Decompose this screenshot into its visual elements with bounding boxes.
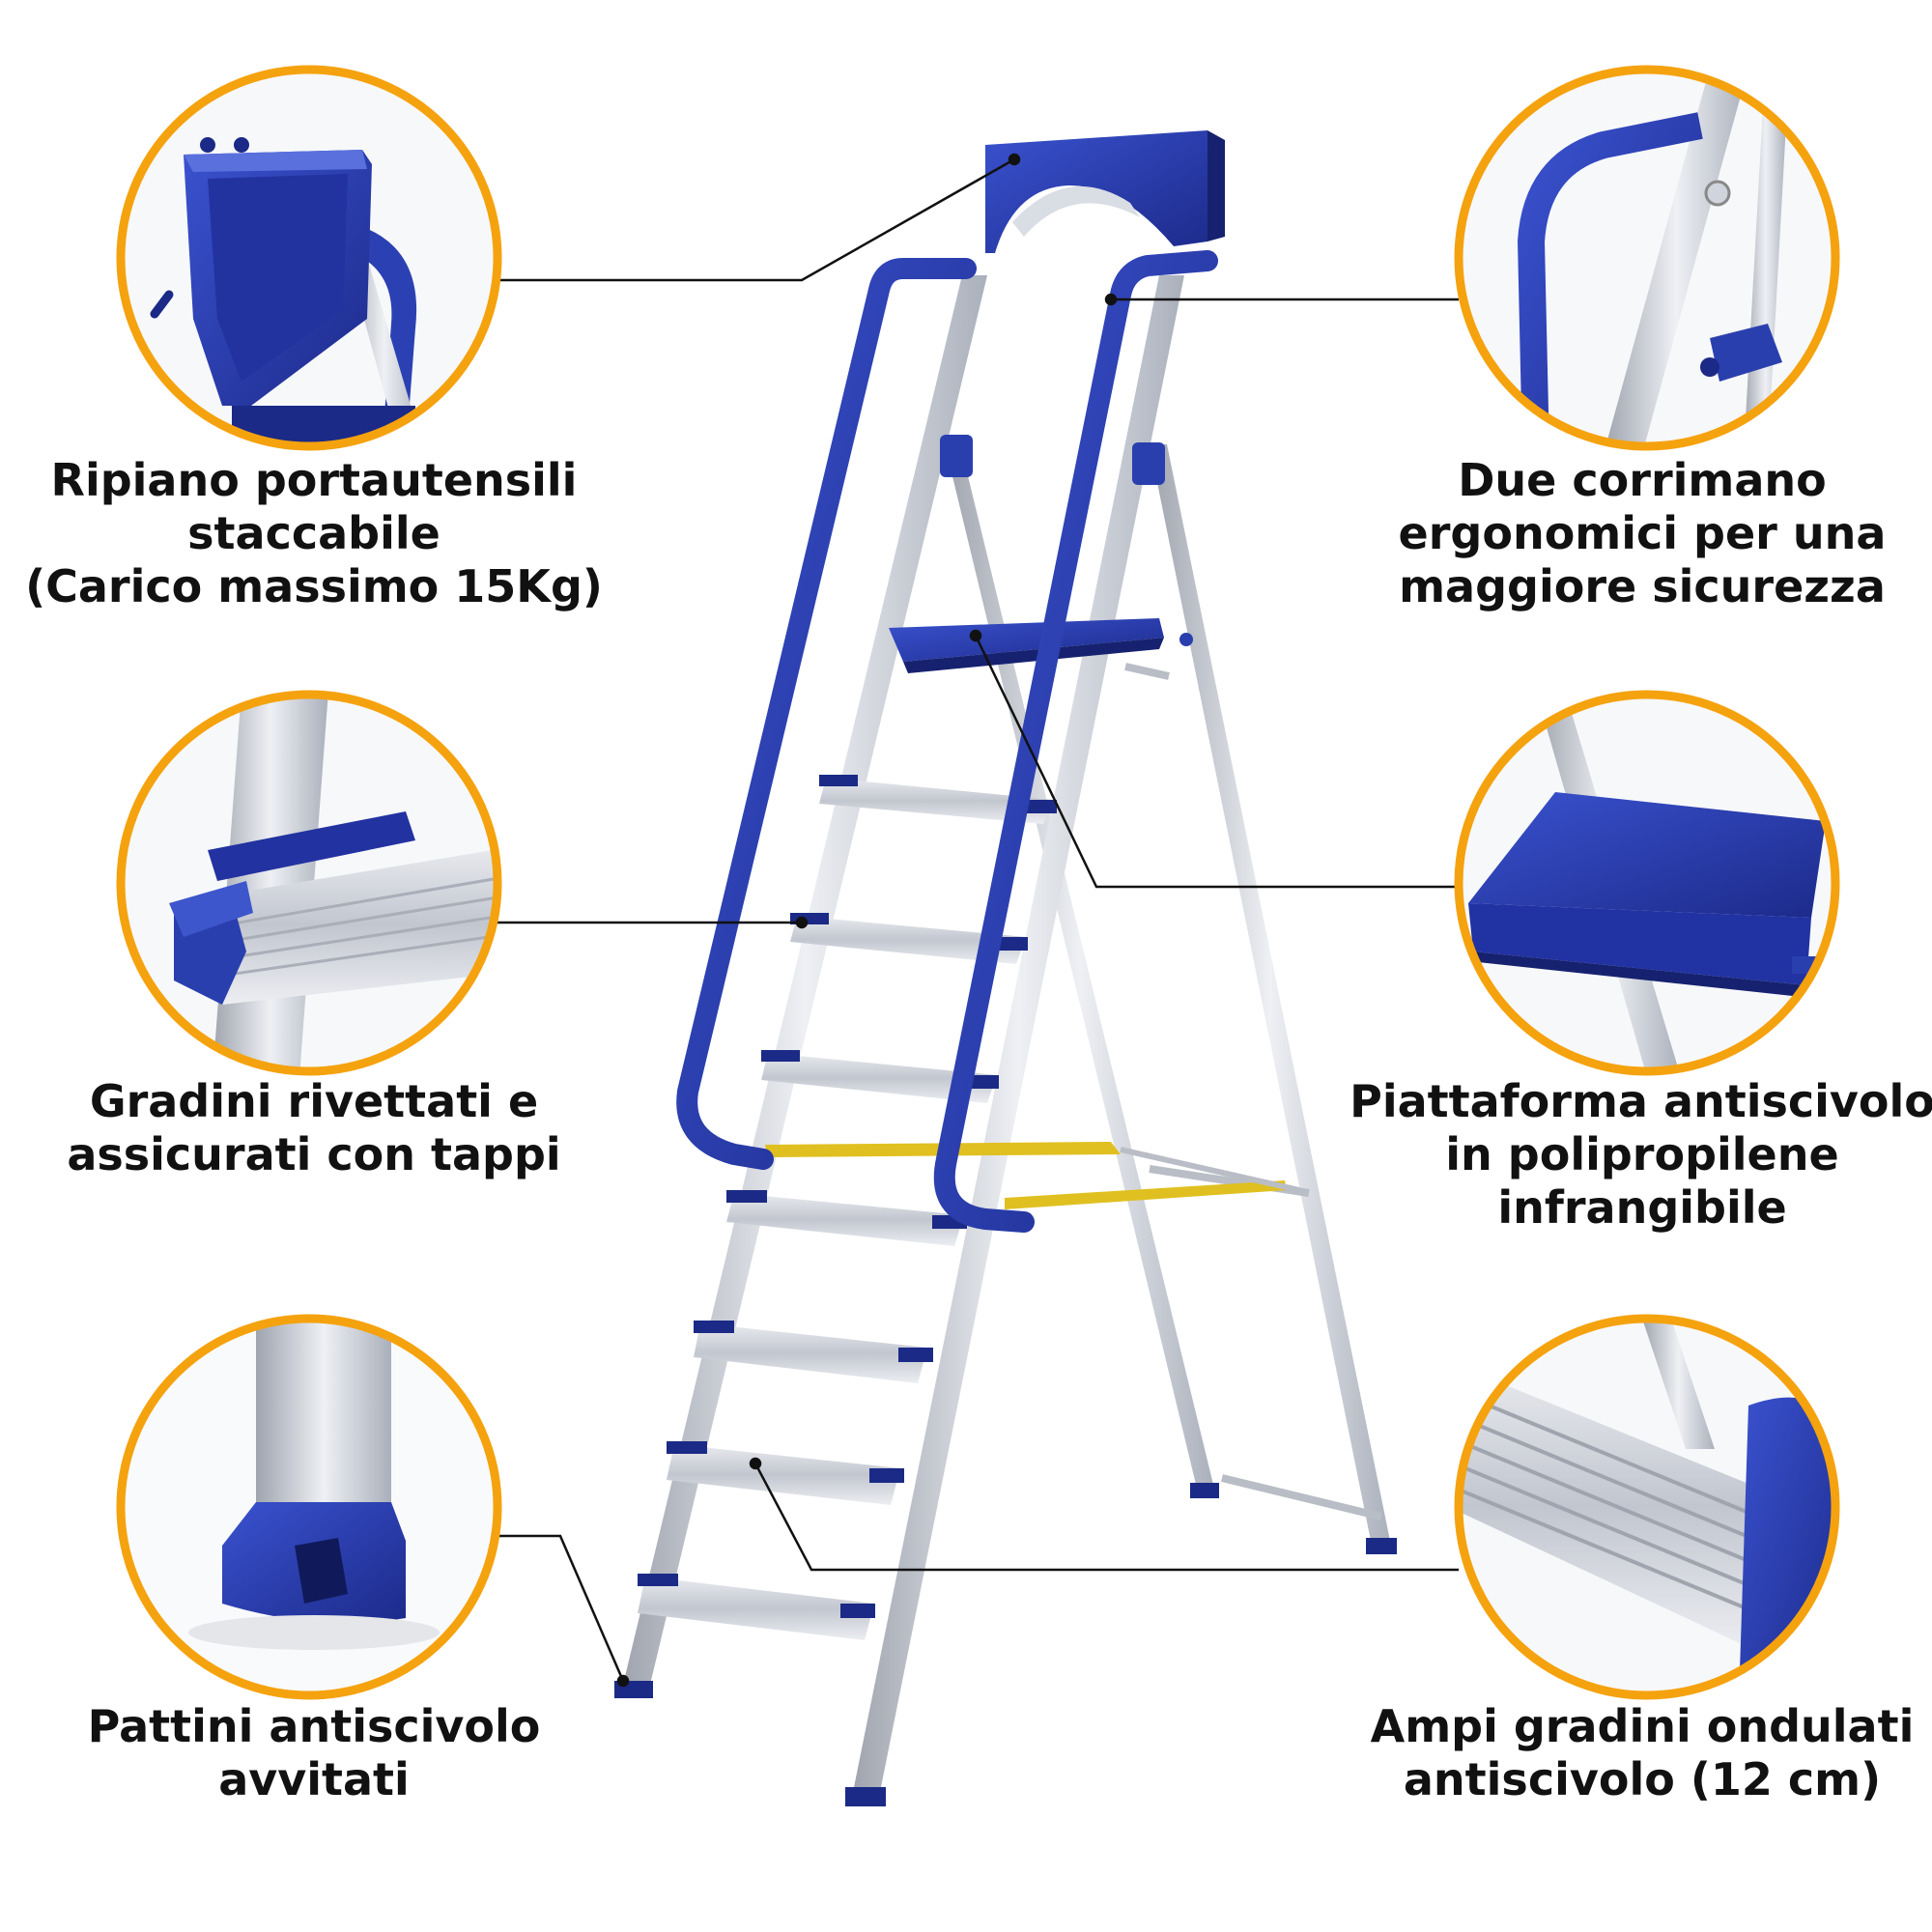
callout-ring (1454, 690, 1840, 1076)
callout-image-tool-tray (116, 65, 502, 451)
caption-handrails: Due corrimano ergonomici per una maggior… (1333, 454, 1932, 613)
caption-line: infrangibile (1497, 1181, 1787, 1234)
handrail-right (933, 250, 1218, 1233)
ladder (614, 130, 1397, 1806)
callout-ring (1454, 65, 1840, 451)
caption-feet: Pattini antiscivolo avvitati (5, 1700, 623, 1806)
front-stile-right (852, 275, 1184, 1797)
caption-platform: Piattaforma antiscivolo in polipropilene… (1333, 1075, 1932, 1235)
rear-leg-right (1150, 444, 1391, 1546)
platform (889, 618, 1164, 662)
step (667, 1444, 900, 1505)
caption-line: Ampi gradini ondulati (1370, 1700, 1915, 1752)
rear-foot (1190, 1483, 1219, 1498)
caption-line: ergonomici per una (1398, 507, 1887, 559)
callout-image-riveted-steps (116, 690, 502, 1076)
leader-lines (497, 153, 1459, 1688)
step (761, 1053, 997, 1103)
caption-line: in polipropilene (1445, 1128, 1839, 1180)
step (694, 1323, 927, 1383)
step (819, 778, 1053, 824)
rear-leg-left (945, 444, 1215, 1492)
callout-ring (1454, 1314, 1840, 1700)
steps (638, 775, 1057, 1640)
step (638, 1577, 874, 1640)
caption-line: Piattaforma antiscivolo (1350, 1075, 1932, 1127)
callout-ring (116, 1314, 502, 1700)
callout-image-handrails (1454, 65, 1840, 451)
callout-image-platform (1454, 690, 1840, 1076)
caption-line: avvitati (218, 1753, 410, 1805)
caption-tool-tray: Ripiano portautensili staccabile (Carico… (5, 454, 623, 613)
handrail-left (676, 258, 977, 1170)
caption-line: Pattini antiscivolo (87, 1700, 541, 1752)
caption-line: Due corrimano (1458, 454, 1827, 506)
rear-foot (1366, 1538, 1397, 1554)
front-foot (845, 1787, 886, 1806)
caption-wide-steps: Ampi gradini ondulati antiscivolo (12 cm… (1333, 1700, 1932, 1806)
caption-line: maggiore sicurezza (1399, 560, 1886, 612)
caption-line: Ripiano portautensili (50, 454, 578, 506)
caption-line: (Carico massimo 15Kg) (25, 560, 603, 612)
caption-line: antiscivolo (12 cm) (1403, 1753, 1882, 1805)
step (790, 916, 1026, 964)
caption-line: Gradini rivettati e (89, 1075, 539, 1127)
callout-image-feet (116, 1314, 502, 1700)
step (726, 1193, 964, 1246)
caption-line: staccabile (187, 507, 440, 559)
callout-ring (116, 690, 502, 1076)
tool-tray (985, 130, 1208, 253)
callout-image-wide-steps (1454, 1314, 1840, 1700)
callout-ring (116, 65, 502, 451)
caption-riveted-steps: Gradini rivettati e assicurati con tappi (5, 1075, 623, 1181)
caption-line: assicurati con tappi (67, 1128, 561, 1180)
